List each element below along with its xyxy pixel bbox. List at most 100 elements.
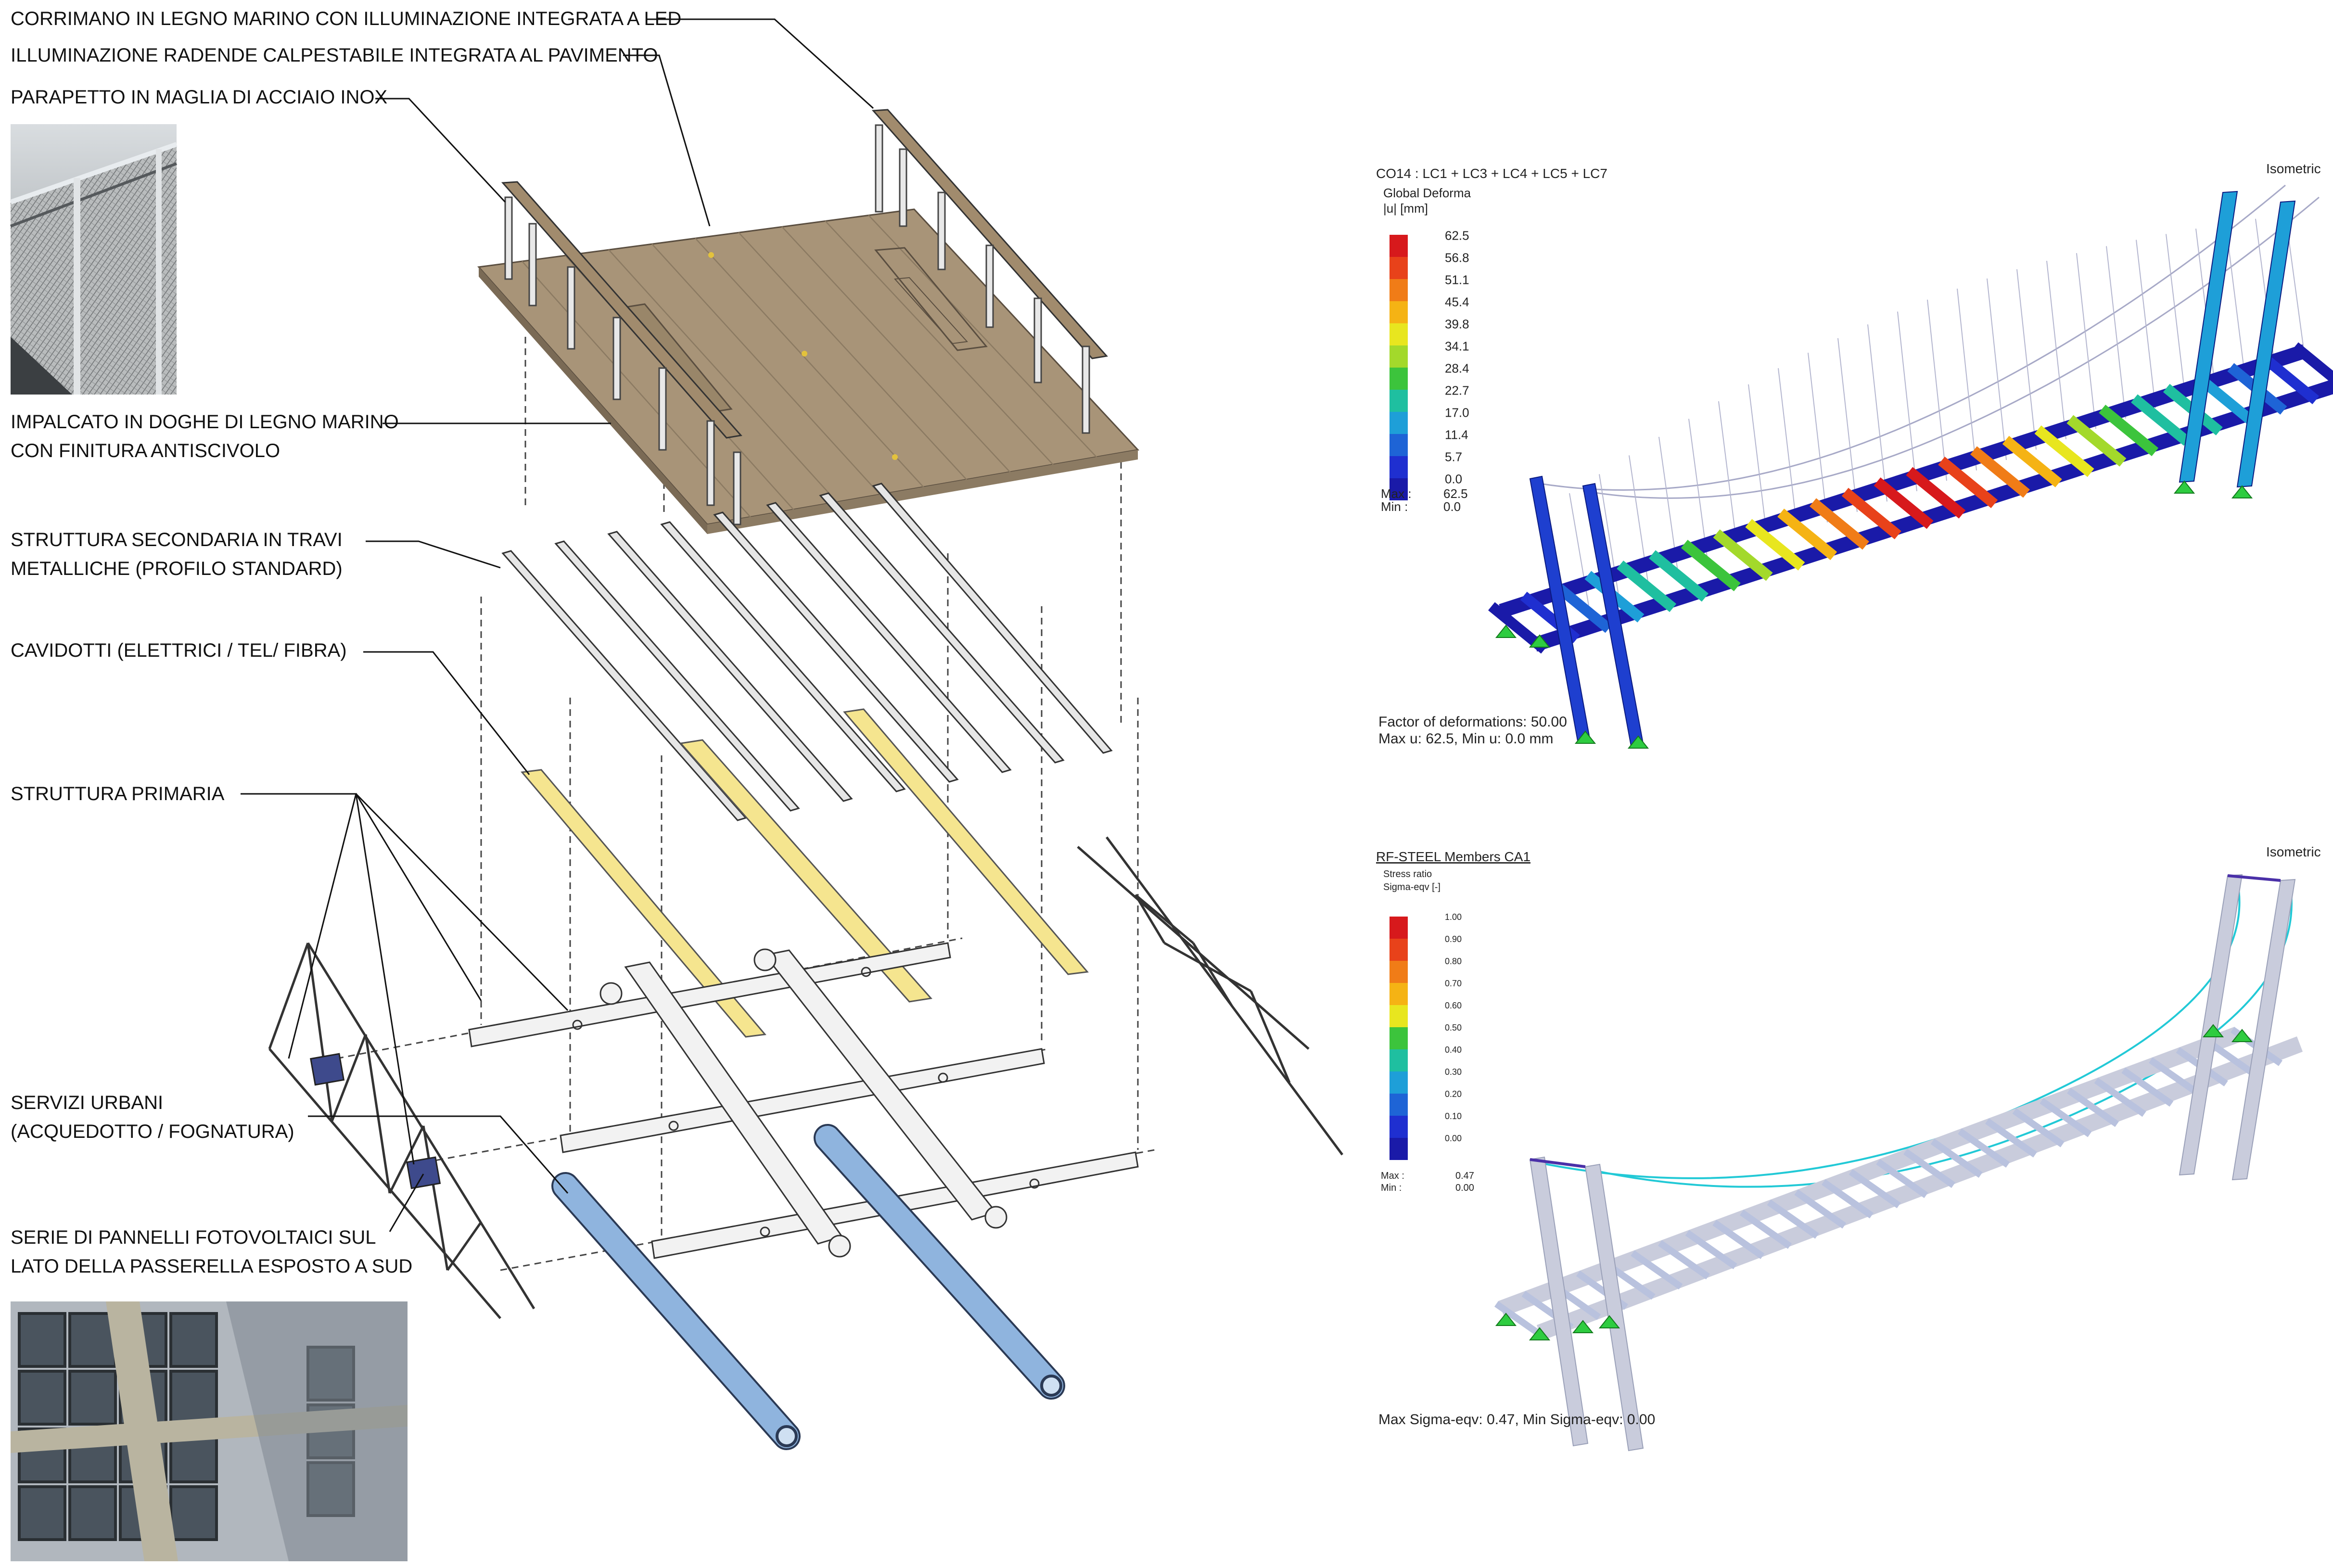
fem_top-legend-swatch	[1390, 279, 1408, 301]
fem_top-legend-swatch	[1390, 456, 1408, 478]
fem-top-crossbeam	[1810, 498, 1869, 550]
label-utilities-line-1: SERVIZI URBANI	[11, 1092, 163, 1113]
fem_bottom-legend-value: 0.60	[1445, 1001, 1462, 1010]
fem-top-crossbeam	[1649, 550, 1708, 602]
fem_bottom-legend-value: 0.50	[1445, 1023, 1462, 1033]
label-secondary-line-1: STRUTTURA SECONDARIA IN TRAVI	[11, 529, 343, 550]
fem_top-legend-swatch	[1390, 323, 1408, 345]
parapets	[501, 109, 1108, 525]
fem_top-legend-value: 45.4	[1445, 294, 1469, 309]
fem-top-crossbeam	[1906, 467, 1966, 519]
fem-top-hanger	[2076, 253, 2096, 429]
fem-bottom-crossbeam	[2012, 1108, 2065, 1147]
fem-bottom-crossbeam	[1739, 1210, 1792, 1249]
fem-top-crossbeam	[1552, 581, 1612, 633]
fem_bottom-legend-swatch	[1390, 983, 1408, 1005]
fem-top-crossbeam	[2066, 415, 2127, 467]
fem-top-hanger	[1927, 299, 1947, 481]
side-trusses	[268, 836, 1344, 1319]
label-utilities-line-2: (ACQUEDOTTO / FOGNATURA)	[11, 1121, 294, 1142]
fem-bottom-crossbeam	[1794, 1189, 1847, 1229]
fem_top-legend-swatch	[1390, 257, 1408, 279]
fem-bottom-crossbeam	[2148, 1057, 2201, 1097]
fem_top-legend-value: 34.1	[1445, 339, 1469, 353]
label-deck-line-1: IMPALCATO IN DOGHE DI LEGNO MARINO	[11, 411, 399, 433]
fem_top-legend-value: 22.7	[1445, 383, 1469, 397]
fem-bottom-crossbeam	[2040, 1098, 2092, 1137]
fem-top-legend-scale: 62.556.851.145.439.834.128.422.717.011.4…	[1390, 228, 1469, 500]
fem_bottom-legend-swatch	[1390, 1049, 1408, 1071]
fem_bottom-legend-value: 0.80	[1445, 956, 1462, 966]
fem-top-crossbeam	[1938, 457, 1998, 509]
fem-top-hanger	[1808, 353, 1828, 523]
fem_bottom-legend-value: 0.90	[1445, 934, 1462, 944]
secondary-beams	[501, 483, 1113, 821]
fem-top-crossbeam	[1874, 477, 1934, 529]
fem-top-hanger	[2046, 260, 2066, 439]
fem-top-hanger	[1987, 278, 2007, 460]
fem-bottom-bridge-model	[1494, 874, 2303, 1452]
exploded-axonometric: CORRIMANO IN LEGNO MARINO CON ILLUMINAZI…	[10, 8, 1344, 1561]
fem-top-crossbeam	[1841, 487, 1901, 539]
fem-bottom-crossbeam	[1712, 1220, 1765, 1259]
fem-top-max-value: 62.5	[1443, 486, 1468, 501]
fem_bottom-legend-value: 0.70	[1445, 979, 1462, 988]
fem-bottom-crossbeam	[2066, 1087, 2119, 1127]
fem-top-hanger	[2016, 269, 2037, 450]
fem-bottom-crossbeam	[1876, 1159, 1928, 1198]
pv-panels	[310, 1053, 441, 1189]
fem_bottom-legend-swatch	[1390, 1071, 1408, 1094]
fem_top-legend-swatch	[1390, 301, 1408, 323]
label-pv-line-1: SERIE DI PANNELLI FOTOVOLTAICI SUL	[11, 1227, 376, 1248]
fem-bottom-crossbeam	[1930, 1138, 1983, 1178]
fem-top-footer-factor: Factor of deformations: 50.00	[1378, 714, 1567, 730]
fem-bottom-legend-title: Stress ratio	[1383, 869, 1432, 880]
label-ducts: CAVIDOTTI (ELETTRICI / TEL/ FIBRA)	[11, 640, 347, 661]
fem-top-min-label: Min :	[1381, 499, 1408, 514]
fem-stress-panel: RF-STEEL Members CA1 Isometric Stress ra…	[1376, 844, 2321, 1452]
label-secondary-line-2: METALLICHE (PROFILO STANDARD)	[11, 558, 343, 579]
fem-bottom-crossbeam	[1767, 1199, 1819, 1239]
label-handrail: CORRIMANO IN LEGNO MARINO CON ILLUMINAZI…	[11, 8, 681, 29]
fem_top-legend-value: 17.0	[1445, 405, 1469, 420]
fem_top-legend-value: 62.5	[1445, 228, 1469, 242]
fem_top-legend-value: 11.4	[1445, 427, 1468, 442]
fem-top-bridge-model	[1488, 184, 2333, 749]
fem_bottom-legend-value: 0.30	[1445, 1067, 1462, 1077]
fem-bottom-crossbeam	[1985, 1118, 2038, 1158]
fem-top-title: CO14 : LC1 + LC3 + LC4 + LC5 + LC7	[1376, 166, 1607, 181]
fem-top-legend-unit: |u| [mm]	[1383, 201, 1428, 216]
fem_bottom-legend-swatch	[1390, 1027, 1408, 1049]
fem_top-legend-value: 28.4	[1445, 361, 1469, 375]
fem-top-hanger	[2166, 234, 2186, 398]
fem-top-crossbeam	[1970, 446, 2030, 498]
fem-top-crossbeam	[2099, 405, 2159, 457]
fem-top-legend-title: Global Deforma	[1383, 186, 1471, 200]
cable-ducts	[521, 708, 1089, 1038]
fem-top-crossbeam	[1681, 539, 1741, 591]
fem_bottom-legend-value: 0.20	[1445, 1089, 1462, 1099]
fem_bottom-legend-swatch	[1390, 1094, 1408, 1116]
fem-bottom-title: RF-STEEL Members CA1	[1376, 849, 1530, 864]
fem-top-hanger	[1748, 384, 1768, 543]
fem-bottom-max-value: 0.47	[1455, 1171, 1474, 1181]
fem-bottom-max-label: Max :	[1381, 1171, 1404, 1181]
fem-bottom-crossbeam	[1821, 1179, 1874, 1219]
fem_top-legend-swatch	[1390, 368, 1408, 390]
timber-deck	[477, 208, 1139, 534]
fem-top-hanger	[2106, 246, 2126, 419]
fem_top-legend-swatch	[1390, 390, 1408, 412]
fem_top-legend-swatch	[1390, 478, 1408, 500]
label-deck-line-2: CON FINITURA ANTISCIVOLO	[11, 440, 280, 461]
fem_bottom-legend-value: 1.00	[1445, 912, 1462, 922]
fem_top-legend-swatch	[1390, 345, 1408, 368]
fem-top-crossbeam	[1745, 519, 1805, 571]
fem-top-crossbeam	[2034, 425, 2094, 477]
fem_top-legend-value: 5.7	[1445, 449, 1462, 464]
fem-bottom-legend-unit: Sigma-eqv [-]	[1383, 882, 1441, 892]
fem_bottom-legend-swatch	[1390, 1138, 1408, 1160]
label-pv-line-2: LATO DELLA PASSERELLA ESPOSTO A SUD	[11, 1256, 412, 1277]
fem-bottom-legend-scale: 1.000.900.800.700.600.500.400.300.200.10…	[1390, 912, 1462, 1160]
fem-top-crossbeam	[2292, 342, 2333, 384]
